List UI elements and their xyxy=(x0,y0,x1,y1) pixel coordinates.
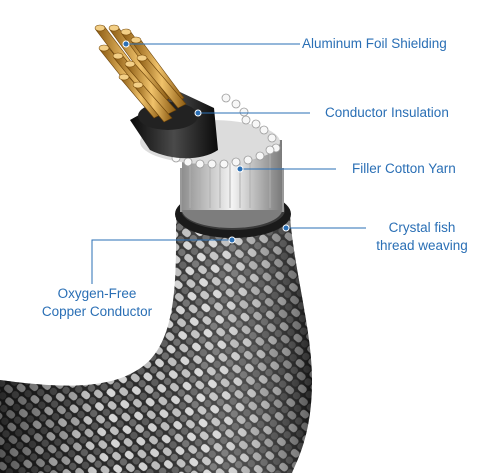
label-line: Copper Conductor xyxy=(41,304,153,320)
leader-dot-filler xyxy=(236,165,244,173)
leader-dot-aluminum xyxy=(122,40,130,48)
label-filler-cotton-yarn: Filler Cotton Yarn xyxy=(352,160,456,178)
leader-dot-copper xyxy=(228,236,236,244)
label-crystal-fish-thread-weaving: Crystal fish thread weaving xyxy=(362,219,482,255)
leader-dot-crystal xyxy=(282,224,290,232)
leader-copper xyxy=(91,239,232,284)
label-line: Oxygen-Free xyxy=(57,286,137,301)
label-line: Filler Cotton Yarn xyxy=(352,161,456,176)
label-line: Conductor Insulation xyxy=(325,105,449,120)
label-aluminum-foil-shielding: Aluminum Foil Shielding xyxy=(302,35,447,53)
copper-conductors xyxy=(94,24,187,123)
leader-dots xyxy=(122,40,290,244)
braided-jacket-shading xyxy=(0,216,312,473)
label-line: Aluminum Foil Shielding xyxy=(302,36,447,51)
leader-dot-insulation xyxy=(194,109,202,117)
label-line: Crystal fish xyxy=(388,220,456,235)
leader-lines xyxy=(91,43,366,284)
label-conductor-insulation: Conductor Insulation xyxy=(325,104,449,122)
label-line: thread weaving xyxy=(376,238,468,254)
label-oxygen-free-copper-conductor: Oxygen-Free Copper Conductor xyxy=(32,285,162,321)
